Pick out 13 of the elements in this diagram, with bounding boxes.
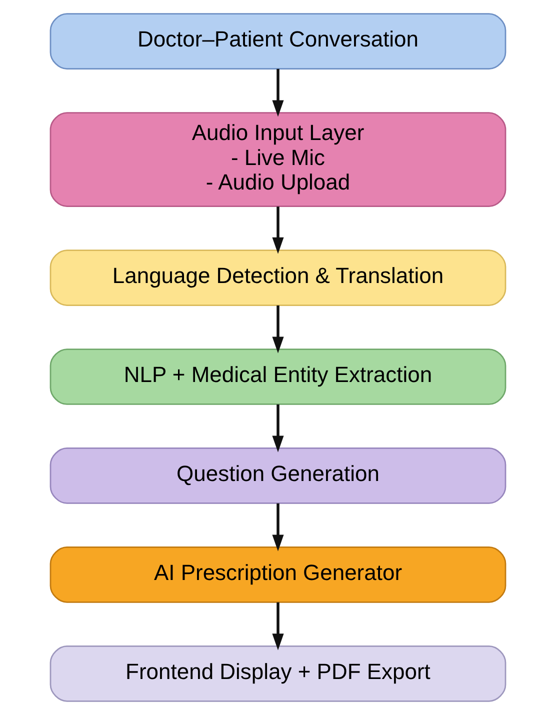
arrow [272,68,284,117]
arrow [272,305,284,354]
arrow [272,206,284,254]
node-box: Doctor–Patient Conversation [50,13,506,70]
node-box: NLP + Medical Entity Extraction [50,348,506,405]
node-box: Language Detection & Translation [50,250,506,306]
arrow [272,404,284,452]
node-box: Audio Input Layer - Live Mic - Audio Upload [50,112,506,207]
arrow [272,503,284,552]
node-box: Frontend Display + PDF Export [50,645,506,702]
node-box: AI Prescription Generator [50,546,506,603]
arrow [272,602,284,650]
node-box: Question Generation [50,448,506,504]
